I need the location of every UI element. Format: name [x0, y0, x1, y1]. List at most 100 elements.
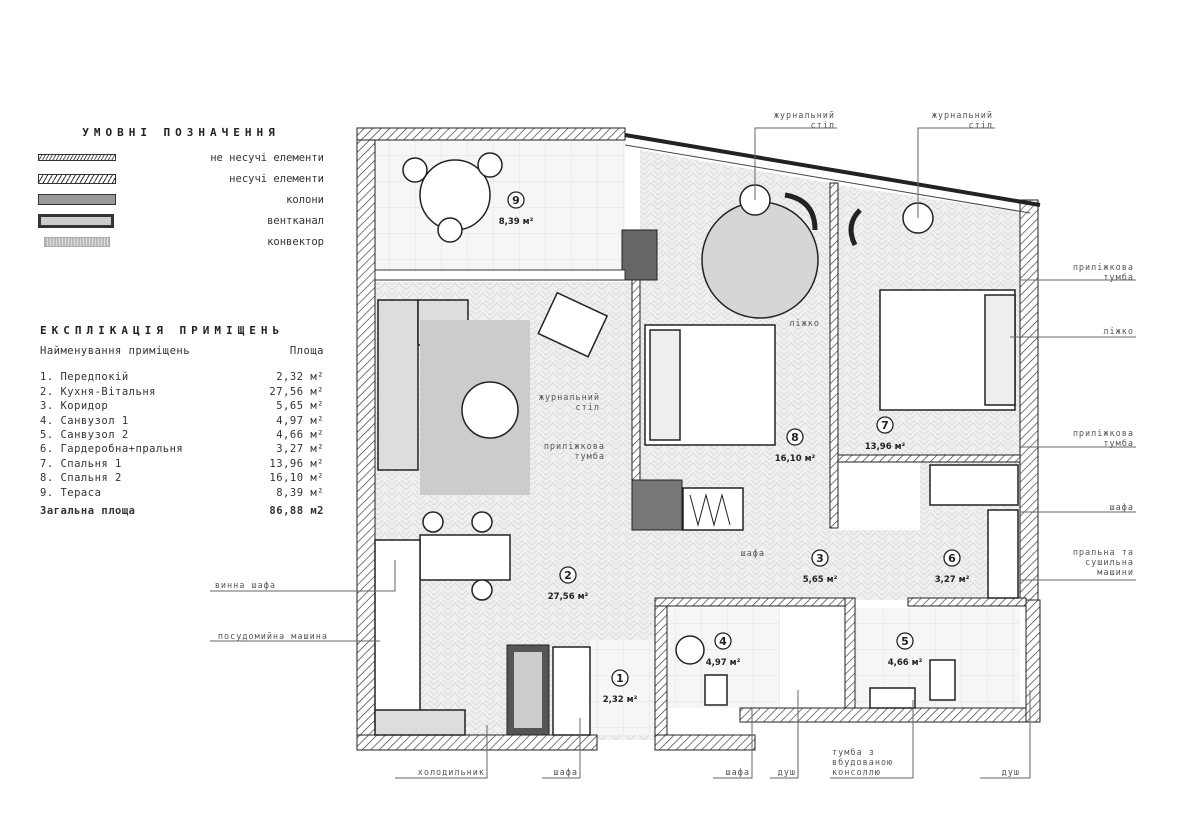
room-area: 2,32 м²	[276, 371, 324, 384]
total-value: 86,88 м2	[269, 504, 324, 517]
room-area: 4,66 м²	[276, 428, 324, 441]
explication-total: Загальна площа 86,88 м2	[40, 505, 324, 519]
callout-label: стіл	[811, 121, 835, 131]
legend-label: вентканал	[267, 214, 324, 227]
callout-label: машини	[1097, 568, 1134, 578]
room-number: 8	[791, 431, 799, 444]
explication-row: 3. Коридор 5,65 м²	[40, 400, 324, 414]
room-area: 13,96 м²	[269, 457, 324, 470]
terrace-window	[374, 269, 626, 281]
callout-label: стіл	[576, 403, 600, 413]
room-number-circle	[943, 549, 961, 567]
explication-row: 8. Спальня 2 16,10 м²	[40, 472, 324, 486]
legend-item: колони	[38, 189, 324, 210]
room-area-label: 27,56 м²	[548, 592, 589, 602]
legend-item: конвектор	[38, 231, 324, 252]
room-number: 9	[512, 194, 520, 207]
room-number: 5	[901, 635, 909, 648]
legend-label: конвектор	[267, 235, 324, 248]
callout-label: журнальний	[774, 111, 835, 121]
callout-label: душ	[778, 768, 796, 778]
callout-label: консоллю	[832, 768, 881, 778]
room-number: 4	[719, 635, 727, 648]
callout-label: стіл	[969, 121, 993, 131]
room-number: 7	[881, 419, 889, 432]
callout-label: сушильна	[1085, 558, 1134, 568]
callout-lines	[210, 127, 1136, 779]
column	[621, 229, 658, 281]
callout-label: шафа	[726, 768, 750, 778]
room-number-circle	[786, 428, 804, 446]
callout-label: холодильник	[418, 768, 485, 778]
room-area-label: 5,65 м²	[803, 575, 838, 585]
room-name: 9. Тераса	[40, 486, 102, 499]
room-marker: 44,97 м²	[706, 632, 741, 668]
hall-floor	[590, 640, 658, 735]
explication-header: Найменування приміщень Площа	[40, 345, 324, 359]
convector-icon	[44, 236, 110, 247]
room-area: 27,56 м²	[269, 385, 324, 398]
explication-title: ЕКСПЛІКАЦІЯ ПРИМІЩЕНЬ	[40, 324, 285, 337]
room-marker: 3 5,65 м²	[803, 549, 838, 585]
non-load-bearing-hatch-icon	[38, 154, 116, 161]
explication-row: 2. Кухня-Вітальня 27,56 м²	[40, 386, 324, 400]
room-name: 3. Коридор	[40, 400, 109, 413]
room-marker: 5 4,66 м²	[888, 632, 923, 668]
legend-item: не несучі елементи	[38, 147, 324, 168]
callout-label: пральна та	[1073, 548, 1134, 558]
callout-label: журнальний	[539, 393, 600, 403]
callout-label: ліжко	[1103, 327, 1134, 337]
room-number-circle	[559, 566, 577, 584]
room-marker: 63,27 м²	[935, 549, 970, 585]
legend-label: колони	[286, 193, 324, 206]
callout-label: шафа	[554, 768, 578, 778]
legend-item: несучі елементи	[38, 168, 324, 189]
room-number: 1	[616, 672, 624, 685]
room-area-label: 13,96 м²	[865, 442, 906, 452]
callout-label: посудомийна машина	[218, 632, 328, 642]
room-marker: 9 8,39 м²	[499, 191, 534, 227]
legend-label: несучі елементи	[229, 172, 324, 185]
room-area: 5,65 м²	[276, 400, 324, 413]
column-name: Найменування приміщень	[40, 345, 191, 357]
callout-label: тумба	[1103, 438, 1134, 449]
room-name: 2. Кухня-Вітальня	[40, 385, 156, 398]
legend-item: вентканал	[38, 210, 324, 231]
load-bearing-hatch-icon	[38, 173, 116, 184]
room-area: 4,97 м²	[276, 414, 324, 427]
room-number-circle	[507, 191, 525, 209]
column-area: Площа	[289, 345, 324, 357]
room-name: 8. Спальня 2	[40, 472, 122, 485]
callout-label: приліжкова	[1073, 429, 1134, 439]
room-area: 3,27 м²	[276, 443, 324, 456]
callout-label: тумба	[1103, 272, 1134, 283]
callout-label: душ	[1002, 768, 1020, 778]
room-area-label: 3,27 м²	[935, 575, 970, 585]
callout-label: приліжкова	[544, 442, 605, 452]
room-area-label: 8,39 м²	[499, 217, 534, 227]
total-label: Загальна площа	[40, 504, 136, 517]
callout-label: журнальний	[932, 111, 993, 121]
room-number-circle	[811, 549, 829, 567]
room-area: 16,10 м²	[269, 472, 324, 485]
vent-duct-icon	[38, 213, 114, 228]
callout-label: тумба з	[832, 747, 875, 758]
legend: УМОВНІ ПОЗНАЧЕННЯ не несучі елементи нес…	[38, 126, 324, 252]
room-number: 3	[816, 552, 824, 565]
window-inner-line	[624, 144, 1031, 214]
vent-duct-inner	[514, 652, 542, 728]
room-area-label: 4,66 м²	[888, 658, 923, 668]
callout-label: ліжко	[789, 319, 820, 329]
room-marker: 2 27,56 м²	[548, 566, 589, 602]
callout-label: винна шафа	[215, 581, 276, 591]
callout-label: шафа	[741, 549, 765, 559]
room-explication: ЕКСПЛІКАЦІЯ ПРИМІЩЕНЬ Найменування примі…	[40, 324, 324, 519]
room-number: 2	[564, 569, 572, 582]
legend-label: не несучі елементи	[210, 151, 324, 164]
room-marker: 816,10 м²	[775, 428, 816, 464]
